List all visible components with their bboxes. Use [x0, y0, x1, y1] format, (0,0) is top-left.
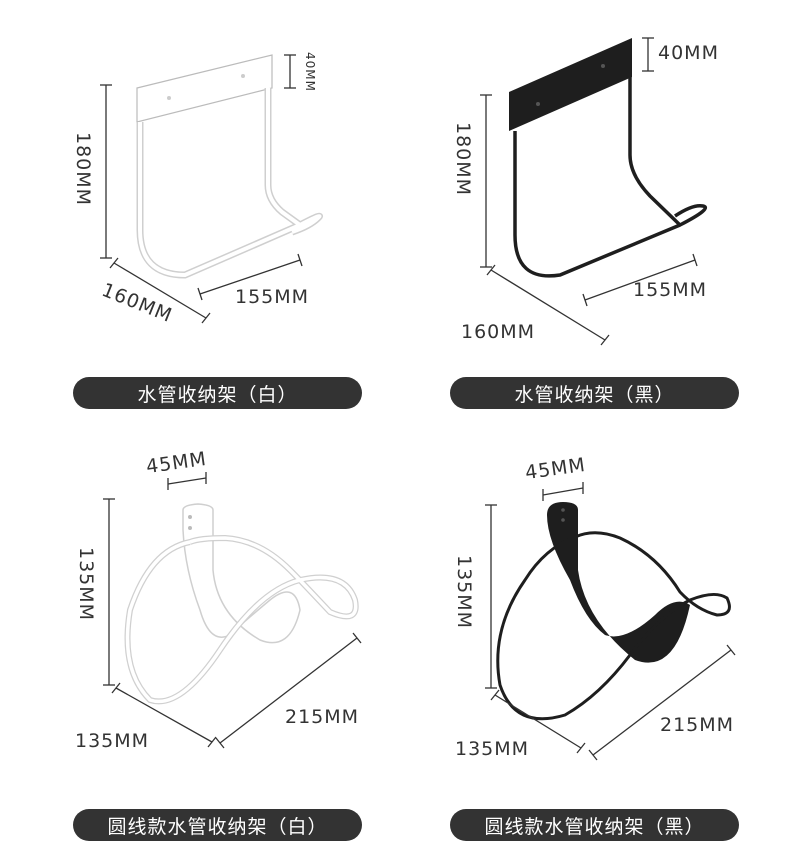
depth-dimension-label: 135MM — [455, 738, 530, 760]
top-dimension-label: 40MM — [303, 52, 317, 92]
white-round-rack-image — [103, 472, 362, 749]
top-dimension-label: 40MM — [658, 42, 719, 64]
width-dimension-label: 155MM — [633, 279, 708, 301]
depth-dimension-label: 135MM — [75, 730, 150, 752]
black-round-rack-image — [485, 482, 736, 761]
width-dimension-label: 215MM — [285, 706, 360, 728]
height-dimension-label: 135MM — [453, 555, 475, 630]
width-dimension-label: 215MM — [660, 714, 735, 736]
depth-dimension-label: 160MM — [461, 321, 536, 343]
black-rack-image — [480, 37, 708, 346]
product-panel-white-round-rack: 45MM 135MM 135MM 215MM 圆线款水管收纳架（白） — [0, 430, 395, 860]
white-rack-image — [100, 54, 323, 324]
product-panel-black-rack: 180MM 40MM 160MM 155MM 水管收纳架（黑） — [395, 0, 790, 430]
height-dimension-label: 180MM — [72, 132, 94, 207]
product-name-label: 水管收纳架（黑） — [450, 377, 739, 409]
product-name-label: 水管收纳架（白） — [73, 377, 362, 409]
height-dimension-label: 180MM — [452, 122, 474, 197]
product-name-label: 圆线款水管收纳架（黑） — [450, 809, 739, 841]
product-name-label: 圆线款水管收纳架（白） — [73, 809, 362, 841]
product-panel-black-round-rack: 45MM 135MM 135MM 215MM 圆线款水管收纳架（黑） — [395, 430, 790, 860]
width-dimension-label: 155MM — [235, 286, 310, 308]
product-panel-white-rack: 180MM 40MM 160MM 155MM 水管收纳架（白） — [0, 0, 395, 430]
height-dimension-label: 135MM — [75, 547, 97, 622]
